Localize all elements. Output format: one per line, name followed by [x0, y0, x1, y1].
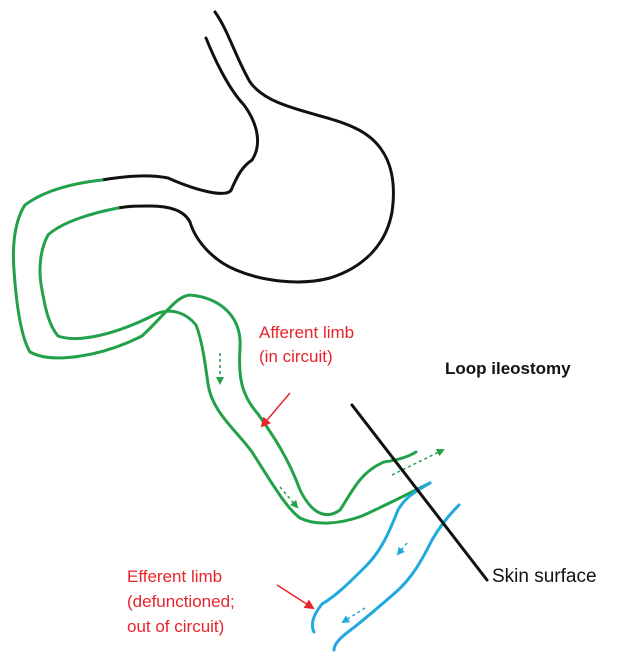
skin-surface-label: Skin surface	[492, 566, 597, 587]
efferent-limb	[312, 483, 459, 650]
stomach-outline	[102, 12, 393, 282]
efferent-pointer-arrow	[277, 585, 313, 608]
afferent-limb	[13, 180, 430, 523]
efferent-upper-wall	[312, 483, 430, 632]
efferent-label-line1: Efferent limb	[127, 567, 222, 586]
skin-surface-line	[352, 405, 487, 580]
stomach-inner-wall	[102, 38, 258, 193]
flow-arrows	[220, 353, 443, 622]
diagram-title: Loop ileostomy	[445, 359, 571, 378]
efferent-flow-arrow-upper	[398, 543, 407, 554]
afferent-label-line2: (in circuit)	[259, 347, 333, 366]
efferent-label-line2: (defunctioned;	[127, 592, 235, 611]
efferent-label-line3: out of circuit)	[127, 617, 224, 636]
afferent-flow-arrow-out	[392, 450, 443, 475]
afferent-pointer-arrow	[262, 393, 290, 426]
afferent-label-line1: Afferent limb	[259, 323, 354, 342]
afferent-outer-wall	[13, 180, 416, 515]
